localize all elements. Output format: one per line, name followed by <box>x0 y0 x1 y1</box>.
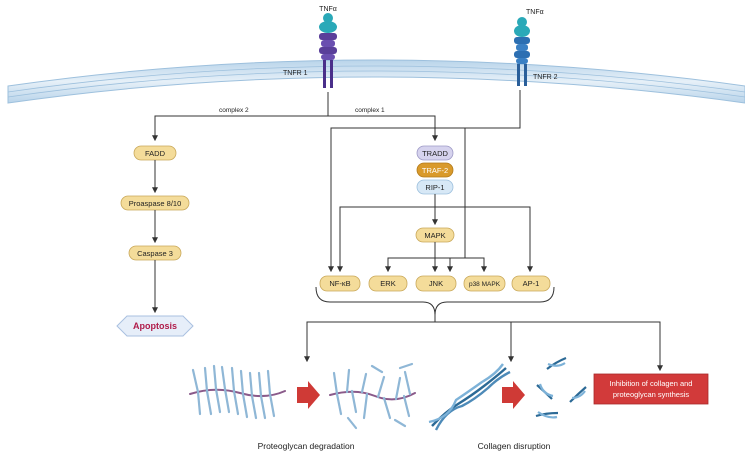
tnfr2-label: TNFR 2 <box>533 74 558 81</box>
svg-text:Apoptosis: Apoptosis <box>133 321 177 331</box>
effector-ap1: AP-1 <box>511 275 551 292</box>
effector-jnk: JNK <box>415 275 457 292</box>
apoptosis-node: Apoptosis <box>116 315 194 337</box>
tnfr1-connectors <box>152 90 521 273</box>
effector-erk: ERK <box>368 275 408 292</box>
svg-text:Proaspase 8/10: Proaspase 8/10 <box>129 199 182 208</box>
complex1-label: complex 1 <box>355 107 385 114</box>
svg-text:TRAF-2: TRAF-2 <box>422 166 448 175</box>
inhibition-box: Inhibition of collagen and proteoglycan … <box>593 373 709 405</box>
svg-text:NF-κB: NF-κB <box>329 279 350 288</box>
effector-nfkb: NF-κB <box>319 275 361 292</box>
complex2-label: complex 2 <box>219 107 249 114</box>
rip1-branches <box>337 194 533 273</box>
svg-text:MAPK: MAPK <box>424 231 445 240</box>
svg-text:proteoglycan synthesis: proteoglycan synthesis <box>613 390 690 399</box>
svg-text:TRADD: TRADD <box>422 149 448 158</box>
svg-text:ERK: ERK <box>380 279 395 288</box>
svg-text:FADD: FADD <box>145 149 166 158</box>
tradd-node: TRADD <box>416 145 454 161</box>
traf2-node: TRAF-2 <box>416 162 454 178</box>
proteoglycan-degraded-icon <box>329 362 416 430</box>
svg-text:Inhibition of collagen and: Inhibition of collagen and <box>610 379 693 388</box>
tnfr1-label: TNFR 1 <box>283 70 308 77</box>
cell-membrane <box>7 59 745 104</box>
proteoglycan-caption: Proteoglycan degradation <box>258 441 355 451</box>
mapk-node: MAPK <box>415 227 455 243</box>
svg-text:JNK: JNK <box>429 279 443 288</box>
svg-text:RIP-1: RIP-1 <box>425 183 444 192</box>
tnfa-label-1: TNFα <box>319 6 337 13</box>
red-arrow-2 <box>502 381 525 409</box>
red-arrow-1 <box>297 381 320 409</box>
proaspase-node: Proaspase 8/10 <box>120 195 190 211</box>
proteoglycan-intact-icon <box>189 364 286 420</box>
fadd-node: FADD <box>133 145 177 161</box>
tnfa-label-2: TNFα <box>526 9 544 16</box>
tnfr1-receptor-icon <box>319 13 337 88</box>
collagen-intact-icon <box>428 363 511 431</box>
rip1-node: RIP-1 <box>416 179 454 195</box>
collagen-fragments-icon <box>535 356 587 419</box>
mapk-branches <box>385 242 487 273</box>
caspase3-node: Caspase 3 <box>128 245 182 261</box>
svg-text:AP-1: AP-1 <box>523 279 540 288</box>
tnfr2-receptor-icon <box>514 17 530 86</box>
svg-text:Caspase 3: Caspase 3 <box>137 249 173 258</box>
svg-text:p38 MAPK: p38 MAPK <box>469 281 501 288</box>
outcome-branches <box>304 315 663 372</box>
effector-p38mapk: p38 MAPK <box>463 275 506 292</box>
collagen-caption: Collagen disruption <box>478 441 551 451</box>
